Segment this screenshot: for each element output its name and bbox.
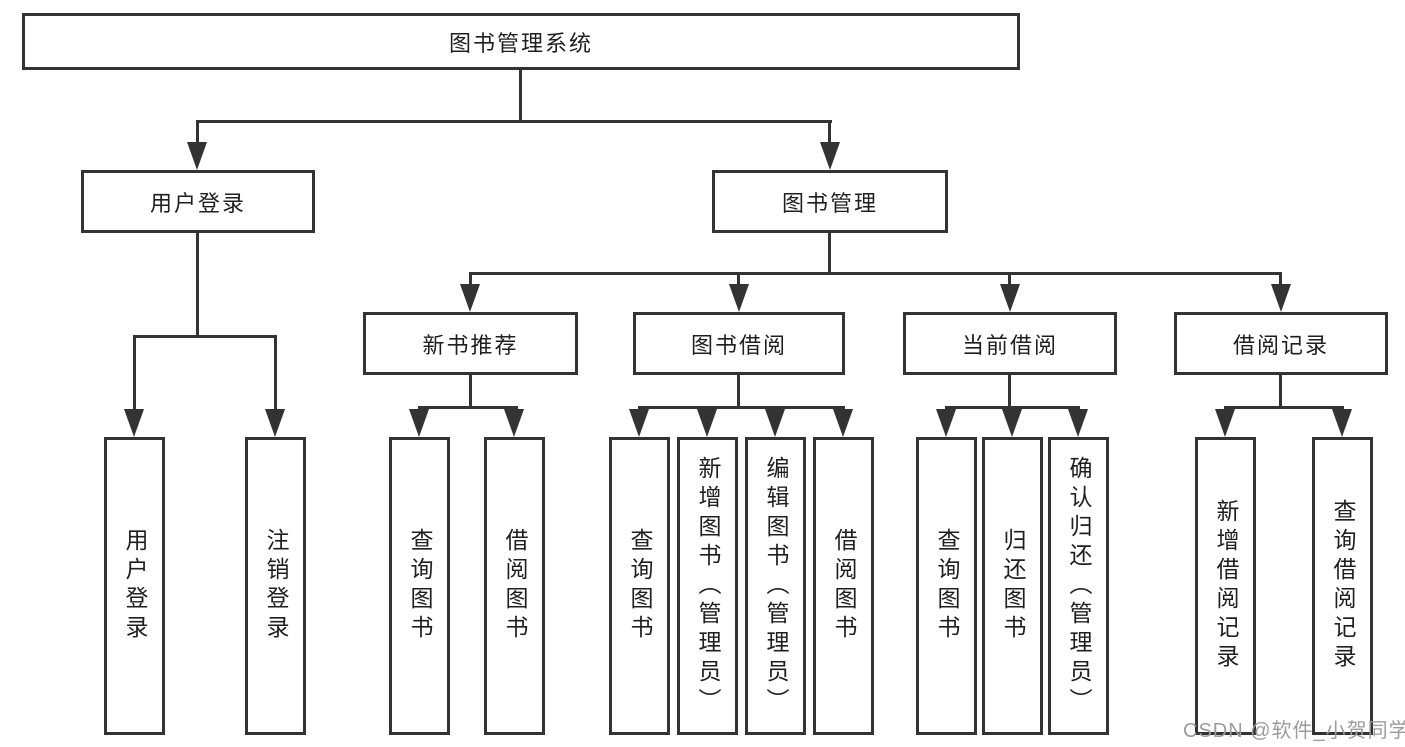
node-book-management-label: 图书管理: [781, 190, 878, 216]
connector-user-login-stem: [196, 233, 199, 338]
node-new-book-recommend-label: 新书推荐: [422, 332, 519, 358]
connector-to-leaf-logout-stem: [274, 335, 277, 413]
leaf-borrow-books-recommend: 借阅图书: [484, 437, 545, 735]
connector-to-book-management-stem: [828, 120, 831, 146]
arrowhead-to-leaf-return-book: [1002, 409, 1022, 437]
connector-to-book-borrow-stem: [737, 272, 740, 288]
leaf-return-book-label: 归还图书: [1000, 528, 1026, 644]
leaf-query-books-current: 查询图书: [916, 437, 977, 735]
connector-current-borrow-split: [945, 406, 1080, 409]
leaf-add-borrow-record: 新增借阅记录: [1195, 437, 1256, 735]
node-user-login-label: 用户登录: [149, 190, 246, 216]
connector-book-management-stem: [828, 233, 831, 275]
leaf-borrow-books: 借阅图书: [813, 437, 874, 735]
connector-current-borrow-stem: [1008, 375, 1011, 409]
leaf-logout-label: 注销登录: [263, 528, 289, 644]
arrowhead-to-user-login: [187, 142, 207, 170]
leaf-borrow-books-label: 借阅图书: [831, 528, 857, 644]
leaf-query-borrow-record: 查询借阅记录: [1312, 437, 1373, 735]
arrowhead-to-leaf-query-books-3: [936, 409, 956, 437]
leaf-borrow-books-recommend-label: 借阅图书: [502, 528, 528, 644]
arrowhead-to-leaf-logout: [265, 409, 285, 437]
connector-to-current-borrow-stem: [1008, 272, 1011, 288]
csdn-watermark: CSDN @软件_小贺同学: [1183, 720, 1405, 742]
connector-user-login-split: [133, 335, 277, 338]
connector-to-user-login-stem: [196, 120, 199, 146]
arrowhead-to-leaf-add-book: [697, 409, 717, 437]
leaf-edit-book-admin-label: 编辑图书（管理员）: [763, 455, 789, 717]
connector-root-stem: [519, 70, 522, 123]
leaf-add-borrow-record-label: 新增借阅记录: [1213, 499, 1239, 673]
connector-new-book-split: [418, 406, 518, 409]
leaf-return-book: 归还图书: [982, 437, 1043, 735]
connector-new-book-stem: [469, 375, 472, 409]
arrowhead-to-leaf-edit-book: [765, 409, 785, 437]
leaf-confirm-return-admin: 确认归还（管理员）: [1048, 437, 1109, 735]
node-root: 图书管理系统: [22, 13, 1020, 70]
connector-book-management-split: [469, 272, 1281, 275]
arrowhead-to-leaf-borrow-books-1: [504, 409, 524, 437]
arrowhead-to-leaf-add-record: [1215, 409, 1235, 437]
arrowhead-to-leaf-borrow-books-2: [833, 409, 853, 437]
arrowhead-to-new-book-recommend: [460, 284, 480, 312]
node-book-borrow-label: 图书借阅: [690, 332, 787, 358]
node-user-login: 用户登录: [81, 170, 315, 233]
arrowhead-to-current-borrow: [1000, 284, 1020, 312]
connector-to-leaf-user-login-stem: [133, 335, 136, 413]
arrowhead-to-book-management: [820, 142, 840, 170]
connector-root-split: [196, 120, 832, 123]
leaf-add-book-admin-label: 新增图书（管理员）: [695, 455, 721, 717]
leaf-query-books-current-label: 查询图书: [934, 528, 960, 644]
connector-book-borrow-stem: [737, 375, 740, 409]
leaf-query-books-borrow-label: 查询图书: [627, 528, 653, 644]
arrowhead-to-borrow-records: [1271, 284, 1291, 312]
connector-borrow-records-stem: [1279, 375, 1282, 409]
leaf-add-book-admin: 新增图书（管理员）: [677, 437, 738, 735]
connector-book-borrow-split: [638, 406, 845, 409]
node-current-borrow: 当前借阅: [903, 312, 1117, 375]
leaf-user-login: 用户登录: [104, 437, 165, 735]
node-borrow-records: 借阅记录: [1174, 312, 1388, 375]
node-new-book-recommend: 新书推荐: [363, 312, 578, 375]
arrowhead-to-book-borrow: [729, 284, 749, 312]
node-book-borrow: 图书借阅: [633, 312, 845, 375]
arrowhead-to-leaf-query-record: [1332, 409, 1352, 437]
leaf-query-books-recommend-label: 查询图书: [407, 528, 433, 644]
node-root-label: 图书管理系统: [448, 30, 593, 56]
leaf-user-login-label: 用户登录: [122, 528, 148, 644]
connector-borrow-records-split: [1224, 406, 1344, 409]
connector-to-borrow-records-stem: [1279, 272, 1282, 288]
leaf-query-books-recommend: 查询图书: [389, 437, 450, 735]
arrowhead-to-leaf-user-login: [124, 409, 144, 437]
leaf-confirm-return-admin-label: 确认归还（管理员）: [1066, 455, 1092, 717]
arrowhead-to-leaf-confirm-return: [1068, 409, 1088, 437]
node-current-borrow-label: 当前借阅: [961, 332, 1058, 358]
leaf-query-borrow-record-label: 查询借阅记录: [1330, 499, 1356, 673]
leaf-edit-book-admin: 编辑图书（管理员）: [745, 437, 806, 735]
leaf-query-books-borrow: 查询图书: [609, 437, 670, 735]
arrowhead-to-leaf-query-books-2: [629, 409, 649, 437]
leaf-logout: 注销登录: [245, 437, 306, 735]
node-book-management: 图书管理: [712, 170, 948, 233]
node-borrow-records-label: 借阅记录: [1232, 332, 1329, 358]
arrowhead-to-leaf-query-books-1: [409, 409, 429, 437]
connector-to-new-book-stem: [469, 272, 472, 288]
